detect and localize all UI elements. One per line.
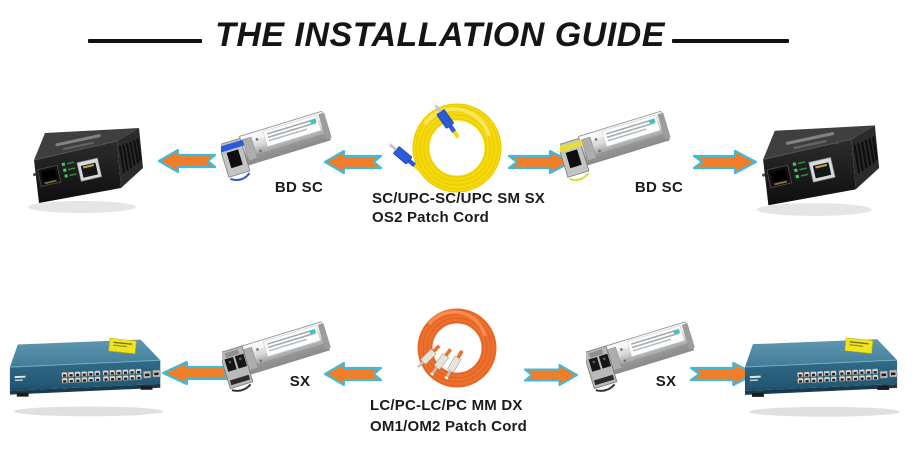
sm-patch-cord-caption-line1: SC/UPC-SC/UPC SM SX [372, 190, 545, 207]
title-rule-right [672, 39, 789, 43]
media-converter-right-image [755, 124, 881, 217]
arrow-left-icon [324, 149, 382, 175]
title-rule-left [88, 39, 202, 43]
page-title: THE INSTALLATION GUIDE [215, 16, 665, 54]
sm-patch-cord-caption: SC/UPC-SC/UPC SM SX OS2 Patch Cord [372, 189, 545, 227]
sfp-bdsc-left-label: BD SC [274, 179, 324, 196]
arrow-right-icon [524, 363, 578, 387]
sfp-sx-left-label: SX [289, 373, 311, 390]
arrow-left-icon [324, 361, 382, 387]
ethernet-switch-right-image [740, 334, 914, 418]
mm-patch-cord-caption-line2: OM1/OM2 Patch Cord [370, 418, 527, 435]
mm-patch-cord-caption-line1: LC/PC-LC/PC MM DX [370, 397, 523, 414]
media-converter-left-image [26, 126, 145, 214]
sm-patch-cord-caption-line2: OS2 Patch Cord [372, 209, 489, 226]
arrow-right-icon [693, 149, 757, 175]
ethernet-switch-left-image [5, 334, 177, 418]
mm-patch-cord-caption: LC/PC-LC/PC MM DX OM1/OM2 Patch Cord [370, 395, 527, 437]
arrow-left-icon [158, 148, 216, 174]
sm-patch-cord-image [385, 96, 525, 196]
sfp-bdsc-left-image [221, 96, 341, 191]
sfp-sx-right-label: SX [655, 373, 677, 390]
sfp-bdsc-right-label: BD SC [634, 179, 684, 196]
sfp-bdsc-right-image [560, 96, 680, 191]
